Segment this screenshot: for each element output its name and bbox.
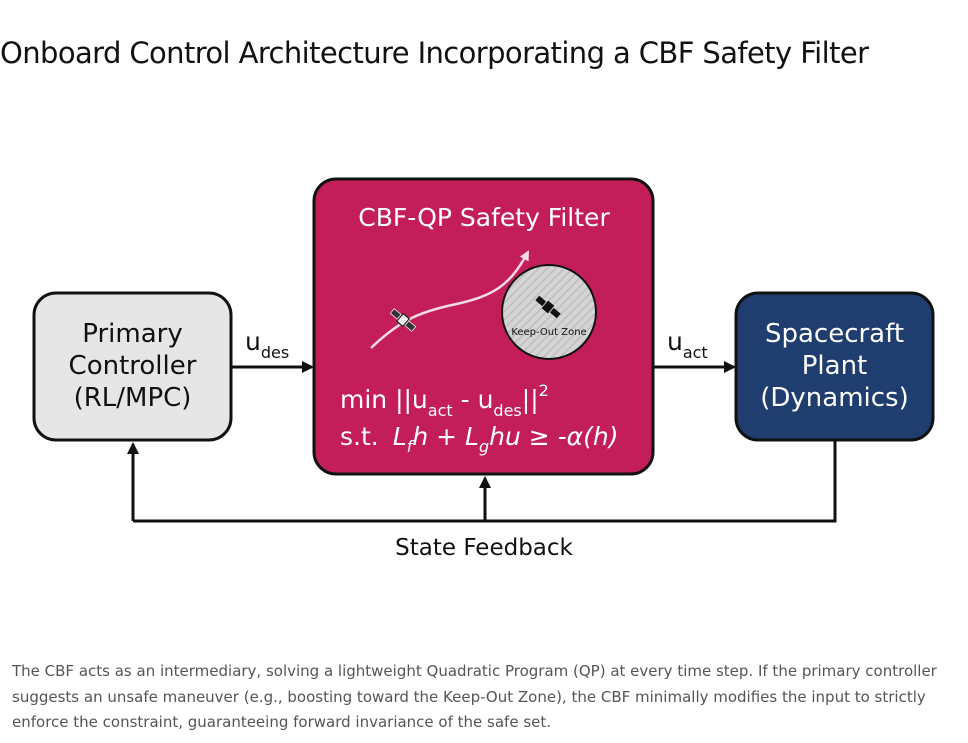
page-title: Onboard Control Architecture Incorporati… [0, 36, 869, 70]
keep-out-zone: Keep-Out Zone [501, 264, 597, 360]
caption-text: The CBF acts as an intermediary, solving… [12, 662, 937, 731]
feedback-line [133, 441, 837, 523]
state-feedback-label: State Feedback [395, 535, 573, 561]
trajectory-arrow-icon [370, 250, 530, 349]
keep-out-zone-label: Keep-Out Zone [511, 327, 586, 338]
spacecraft-plant-line1: Spacecraft [765, 319, 904, 349]
primary-controller-box: Primary Controller (RL/MPC) [32, 291, 233, 442]
spacecraft-plant-box: Spacecraft Plant (Dynamics) [734, 291, 935, 442]
qp-constraint: s.t.Lfh + Lghu ≥ -α(h) [340, 422, 618, 456]
primary-controller-line3: (RL/MPC) [74, 383, 192, 413]
qp-objective: min ||uact - udes||2 [340, 381, 549, 420]
u-act-label: uact [667, 327, 708, 362]
primary-controller-line2: Controller [69, 351, 197, 381]
spacecraft-plant-line2: Plant [802, 351, 868, 381]
safety-filter-title: CBF-QP Safety Filter [358, 203, 610, 232]
u-des-label: udes [245, 327, 289, 362]
primary-controller-line1: Primary [82, 319, 182, 349]
satellite-icon [535, 295, 561, 319]
spacecraft-plant-line3: (Dynamics) [760, 383, 909, 413]
satellite-icon [389, 308, 417, 332]
safety-filter-box: CBF-QP Safety Filter Keep-Out Zone min |… [312, 177, 655, 476]
